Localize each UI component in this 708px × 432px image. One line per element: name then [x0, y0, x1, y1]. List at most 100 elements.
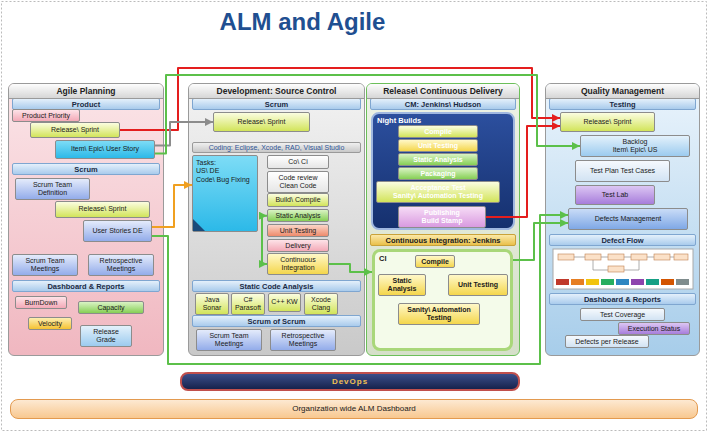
node-label: Static Analysis: [275, 212, 320, 220]
node-label: Scrum Team Meetings: [199, 332, 259, 349]
node-label: DevOps: [332, 377, 368, 387]
node-label: Item\ Epic\ US: [613, 146, 658, 154]
flow-connector: [155, 75, 580, 154]
process-box: User Stories DE: [83, 220, 152, 242]
node-label: Clean Code: [280, 182, 317, 190]
swimlane-panel: Agile PlanningProductProduct PriorityRel…: [8, 83, 164, 356]
process-box: Item\ Epic\ User Story: [55, 140, 155, 159]
node-label: Testing: [609, 100, 635, 109]
node-label: Scrum Team Definition: [18, 181, 87, 198]
flow-connector: [262, 216, 267, 264]
process-box: Sanity\ Automation Testing: [398, 303, 480, 325]
section-band: CM: Jenkins\ Hudson: [370, 98, 516, 110]
state-chip: [661, 279, 674, 285]
node-label: Delivery: [285, 242, 310, 250]
process-box: Defects Management: [568, 208, 688, 230]
flow-connector: [513, 223, 568, 260]
process-box: Test Lab: [575, 185, 655, 205]
section-band: Continuous Integration: Jenkins: [370, 234, 516, 246]
node-label: Xcode Clang: [307, 296, 335, 313]
process-box: Capacity: [78, 301, 144, 314]
flow-connector: [486, 126, 560, 217]
node-label: Release\ Sprint: [51, 126, 99, 134]
section-band: Dashboard & Reports: [549, 293, 696, 305]
process-box: BurnDown: [15, 296, 67, 309]
process-box: Unit Testing: [448, 274, 508, 296]
flow-connector: [152, 215, 568, 364]
swimlane-panel: Release\ Continuous DeliveryCM: Jenkins\…: [366, 83, 520, 356]
node-label: Static Analysis: [381, 277, 423, 294]
state-chip: [631, 279, 644, 285]
node-label: Compile: [424, 128, 452, 136]
node-label: Unit Testing: [280, 227, 316, 235]
node-label: Unit Testing: [418, 142, 458, 150]
process-box: Delivery: [267, 239, 329, 252]
state-box: [608, 254, 624, 260]
node-label: Release Grade: [83, 328, 129, 345]
node-label: Night Builds: [377, 116, 421, 125]
state-box: [674, 254, 688, 260]
node-label: CI: [379, 254, 387, 263]
process-box: C++ KW: [268, 293, 301, 312]
process-box: Test Plan Test Cases: [575, 160, 670, 182]
node-label: Retrospective Meetings: [273, 332, 333, 349]
process-box: Java Sonar: [195, 293, 229, 315]
process-box: Scrum Team Meetings: [196, 329, 262, 351]
node-label: Backlog: [623, 138, 648, 146]
process-box: Tasks:US\ DECode\ Bug Fixing: [192, 155, 258, 232]
node-label: Velocity: [38, 320, 62, 328]
node-label: Defect Flow: [601, 236, 643, 245]
process-box: Continuous Integration: [267, 253, 329, 275]
panel-heading: Quality Management: [546, 84, 699, 99]
node-label: Static Analysis: [413, 156, 463, 164]
state-box: [654, 254, 670, 260]
node-label: Dashboard & Reports: [584, 295, 661, 304]
process-box: Acceptance TestSanity\ Automation Testin…: [376, 181, 500, 203]
node-label: BurnDown: [25, 299, 58, 307]
title-block: ALM and Agile: [150, 8, 455, 36]
node-label: Coding: Eclipse, Xcode, RAD, Visual Stud…: [209, 144, 345, 152]
node-label: Sanity\ Automation Testing: [401, 306, 477, 323]
process-box: Release\ Sprint: [213, 112, 310, 132]
node-label: C++ KW: [271, 298, 297, 306]
process-box: PublishingBuild Stamp: [398, 206, 486, 228]
node-label: Product: [72, 100, 100, 109]
swimlane-panel: Development: Source ControlScrumRelease\…: [188, 83, 365, 356]
node-label: Defects Management: [595, 215, 662, 223]
state-box: [558, 254, 574, 260]
state-chip: [556, 279, 569, 285]
flow-wire: [639, 260, 640, 270]
section-band: Testing: [549, 98, 696, 110]
group-region: Night BuildsCompileUnit TestingStatic An…: [371, 112, 515, 230]
process-box: Scrum Team Meetings: [12, 254, 78, 276]
node-label: Tasks:: [196, 159, 216, 167]
node-label: Scrum: [74, 165, 97, 174]
process-box: Defects per Release: [565, 335, 649, 348]
node-label: Sanity\ Automation Testing: [393, 192, 483, 200]
process-box: Build\ Compile: [267, 193, 329, 207]
state-chip: [586, 279, 599, 285]
process-box: BacklogItem\ Epic\ US: [580, 135, 690, 157]
process-box: Code reviewClean Code: [267, 171, 329, 193]
flow-connector: [155, 122, 213, 146]
process-box: Retrospective Meetings: [88, 254, 154, 276]
flow-connector: [152, 185, 192, 227]
process-box: Execution Status: [618, 322, 690, 335]
node-label: Defects per Release: [575, 338, 638, 346]
node-label: Build\ Compile: [275, 196, 320, 204]
node-label: Build Stamp: [422, 217, 463, 225]
dashboard-band: Organization wide ALM Dashboard: [10, 399, 698, 419]
process-box: C# Parasoft: [231, 293, 265, 315]
node-label: Retrospective Meetings: [91, 257, 151, 274]
state-box: [608, 266, 624, 272]
node-label: Release\ Sprint: [584, 118, 632, 126]
process-box: Unit Testing: [267, 224, 329, 237]
flow-connector: [120, 68, 560, 130]
state-box: [631, 254, 647, 260]
node-label: Organization wide ALM Dashboard: [292, 404, 416, 414]
node-label: Release\ Sprint: [238, 118, 286, 126]
process-box: Product Priority: [12, 109, 80, 122]
section-band: Dashboard & Reports: [12, 280, 160, 292]
node-label: Continuous Integration: [270, 256, 326, 273]
panel-heading: Agile Planning: [9, 84, 163, 99]
